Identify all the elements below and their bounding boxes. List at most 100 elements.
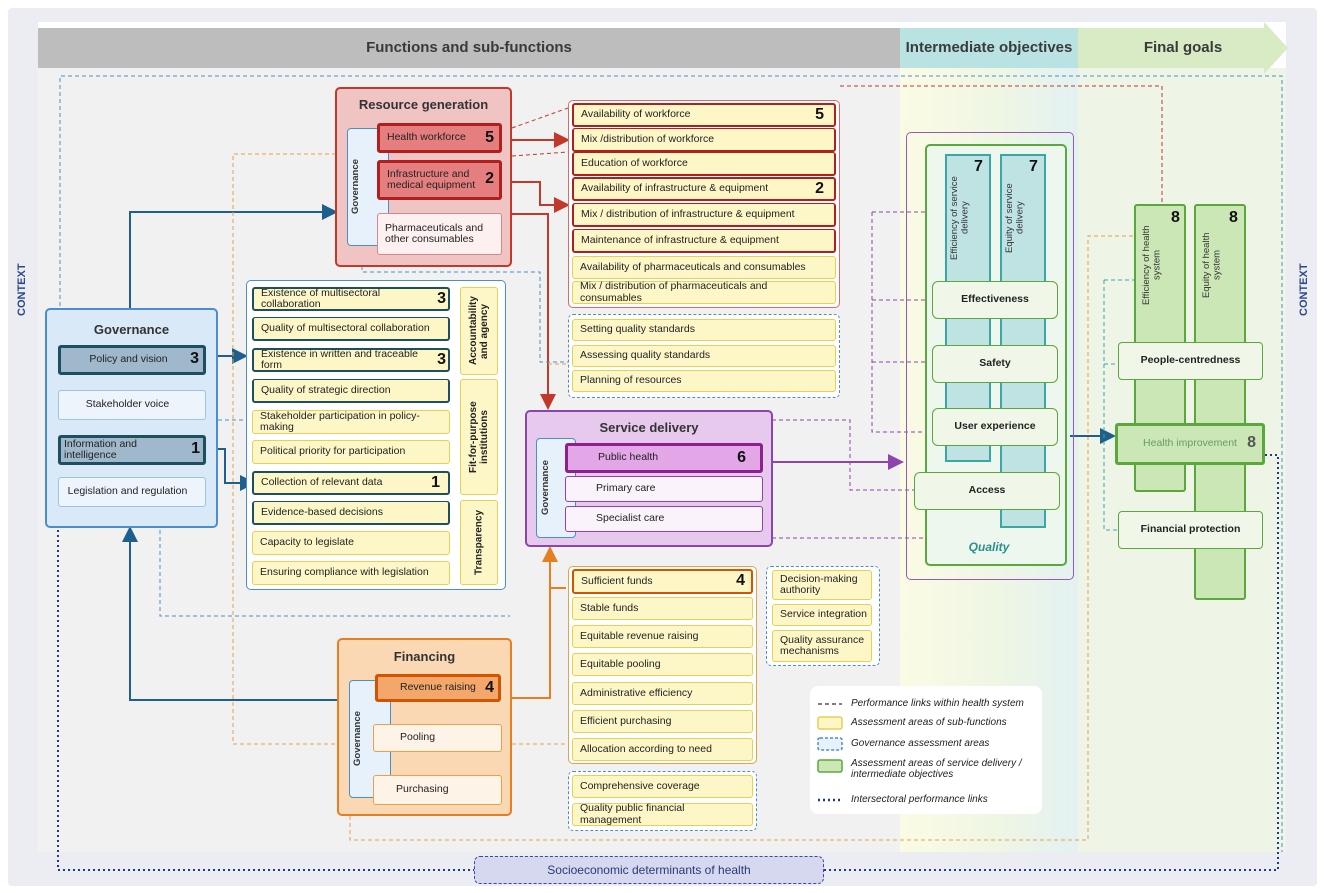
res-assess-2: Education of workforce bbox=[572, 152, 836, 176]
resource-health-workforce: Health workforce 5 bbox=[377, 123, 502, 153]
fin-assess-3-label: Equitable pooling bbox=[580, 657, 661, 670]
fin-assess-3: Equitable pooling bbox=[572, 653, 753, 676]
gov-stakeholder-voice-label: Stakeholder voice bbox=[85, 398, 170, 411]
gov-assess-item-0-num: 3 bbox=[437, 290, 446, 307]
gov-side-fit-for-purpose: Fit-for-purpose institutions bbox=[460, 379, 498, 495]
resource-title: Resource generation bbox=[358, 97, 489, 112]
legend-item-3: Assessment areas of service delivery / i… bbox=[851, 758, 1022, 780]
final-financial-protection-label: Financial protection bbox=[1140, 523, 1241, 536]
efficiency-service-num: 7 bbox=[974, 158, 983, 175]
equity-system-label: Equity of health system bbox=[1201, 232, 1223, 298]
final-health-improvement-num: 8 bbox=[1247, 434, 1256, 451]
intermediate-user-experience-label: User experience bbox=[954, 420, 1036, 433]
final-header-label: Final goals bbox=[1143, 39, 1223, 57]
quality-gov-0: Setting quality standards bbox=[572, 319, 836, 341]
service-public-health-num: 6 bbox=[737, 449, 746, 466]
final-people-centredness: People-centredness bbox=[1118, 342, 1263, 380]
fin-assess-4-label: Administrative efficiency bbox=[580, 686, 693, 699]
gov-assess-item-6-num: 1 bbox=[431, 474, 440, 491]
service-public-health: Public health 6 bbox=[565, 443, 763, 473]
gov-assess-item-7: Evidence-based decisions bbox=[252, 501, 450, 525]
res-assess-0-num: 5 bbox=[815, 106, 824, 123]
intermediate-safety: Safety bbox=[932, 345, 1058, 383]
fin-assess-5-label: Efficient purchasing bbox=[580, 714, 672, 727]
legend-item-2: Governance assessment areas bbox=[851, 738, 990, 749]
gov-policy-vision-label: Policy and vision bbox=[89, 353, 168, 366]
governance-title: Governance bbox=[93, 322, 170, 337]
res-assess-3: Availability of infrastructure & equipme… bbox=[572, 177, 836, 201]
gov-assess-item-9: Ensuring compliance with legislation bbox=[252, 561, 450, 585]
res-assess-7-label: Mix / distribution of pharmaceuticals an… bbox=[580, 280, 768, 304]
gov-assess-item-4: Stakeholder participation in policy-maki… bbox=[252, 410, 450, 434]
res-assess-3-label: Availability of infrastructure & equipme… bbox=[581, 182, 769, 195]
financing-gov-label: Governance bbox=[352, 711, 363, 767]
gov-assess-item-2-num: 3 bbox=[437, 351, 446, 368]
res-assess-5-label: Maintenance of infrastructure & equipmen… bbox=[581, 233, 779, 246]
res-assess-5: Maintenance of infrastructure & equipmen… bbox=[572, 229, 836, 253]
intermediate-access-label: Access bbox=[968, 484, 1006, 497]
fin-assess-6-label: Allocation according to need bbox=[580, 742, 712, 755]
resource-pharmaceuticals: Pharmaceuticals and other consumables bbox=[377, 213, 502, 255]
final-people-centredness-label: People-centredness bbox=[1140, 354, 1241, 367]
service-gov-label: Governance bbox=[540, 460, 551, 516]
gov-information-intelligence: Information and intelligence 1 bbox=[58, 435, 206, 465]
fin-assess-0-label: Sufficient funds bbox=[581, 574, 653, 587]
finance-pooling: Pooling bbox=[373, 724, 502, 752]
fin-gov-1-label: Quality public financial management bbox=[580, 802, 685, 826]
quality-gov-2: Planning of resources bbox=[572, 370, 836, 392]
gov-side-accountability: Accountability and agency bbox=[460, 287, 498, 375]
fin-assess-2: Equitable revenue raising bbox=[572, 625, 753, 648]
gov-assess-item-6: Collection of relevant data 1 bbox=[252, 471, 450, 495]
quality-label: Quality bbox=[968, 540, 1010, 554]
quality-gov-1-label: Assessing quality standards bbox=[580, 349, 711, 362]
res-assess-4: Mix / distribution of infrastructure & e… bbox=[572, 203, 836, 227]
resource-infrastructure: Infrastructure and medical equipment 2 bbox=[377, 160, 502, 200]
gov-information-intelligence-label: Information and intelligence bbox=[64, 437, 137, 461]
gov-assess-item-1-label: Quality of multisectoral collaboration bbox=[261, 321, 430, 334]
legend-item-0: Performance links within health system bbox=[851, 698, 1024, 709]
gov-assess-item-4-label: Stakeholder participation in policy-maki… bbox=[260, 409, 420, 433]
fin-gov-1: Quality public financial management bbox=[572, 803, 753, 826]
intermediate-outer bbox=[906, 132, 1074, 580]
gov-assess-item-3-label: Quality of strategic direction bbox=[261, 383, 391, 396]
legend bbox=[810, 686, 1042, 814]
final-financial-protection: Financial protection bbox=[1118, 511, 1263, 549]
res-assess-2-label: Education of workforce bbox=[581, 156, 688, 169]
gov-assess-item-5: Political priority for participation bbox=[252, 440, 450, 464]
res-assess-0: Availability of workforce 5 bbox=[572, 103, 836, 127]
finance-revenue-raising-label: Revenue raising bbox=[400, 681, 476, 694]
intermediate-safety-label: Safety bbox=[979, 357, 1011, 370]
equity-service-label: Equity of service delivery bbox=[1004, 183, 1026, 253]
fin-gov-0-label: Comprehensive coverage bbox=[580, 779, 700, 792]
efficiency-system-num: 8 bbox=[1171, 209, 1180, 226]
fin-gov-0: Comprehensive coverage bbox=[572, 775, 753, 798]
finance-pooling-label: Pooling bbox=[400, 731, 436, 744]
service-primary-care: Primary care bbox=[565, 476, 763, 502]
efficiency-service-label: Efficiency of service delivery bbox=[949, 176, 971, 260]
res-assess-1-label: Mix /distribution of workforce bbox=[581, 132, 715, 145]
resource-pharmaceuticals-label: Pharmaceuticals and other consumables bbox=[385, 221, 484, 245]
functions-header: Functions and sub-functions bbox=[38, 28, 900, 68]
legend-item-4: Intersectoral performance links bbox=[851, 794, 988, 805]
final-health-improvement-label: Health improvement bbox=[1143, 437, 1237, 450]
gov-policy-vision-num: 3 bbox=[190, 350, 199, 367]
intermediate-user-experience: User experience bbox=[932, 408, 1058, 446]
res-assess-4-label: Mix / distribution of infrastructure & e… bbox=[581, 207, 795, 220]
gov-assess-item-0: Existence of multisectoral collaboration… bbox=[252, 287, 450, 311]
finance-purchasing: Purchasing bbox=[373, 775, 502, 805]
service-gov-1: Service integration bbox=[772, 604, 872, 626]
equity-service-bar bbox=[1000, 154, 1046, 528]
fin-assess-5: Efficient purchasing bbox=[572, 710, 753, 733]
gov-assess-item-8-label: Capacity to legislate bbox=[260, 536, 354, 549]
service-gov-1-label: Service integration bbox=[780, 608, 867, 621]
fin-assess-1: Stable funds bbox=[572, 597, 753, 620]
gov-assess-item-8: Capacity to legislate bbox=[252, 531, 450, 555]
gov-assess-item-2-label: Existence in written and traceable form bbox=[261, 347, 419, 371]
fin-assess-0: Sufficient funds 4 bbox=[572, 569, 753, 594]
socioeconomic-label: Socioeconomic determinants of health bbox=[547, 863, 751, 877]
gov-information-intelligence-num: 1 bbox=[191, 440, 200, 457]
fin-assess-1-label: Stable funds bbox=[580, 601, 639, 614]
socioeconomic-box: Socioeconomic determinants of health bbox=[474, 856, 824, 884]
fin-assess-6: Allocation according to need bbox=[572, 738, 753, 761]
quality-gov-2-label: Planning of resources bbox=[580, 374, 682, 387]
